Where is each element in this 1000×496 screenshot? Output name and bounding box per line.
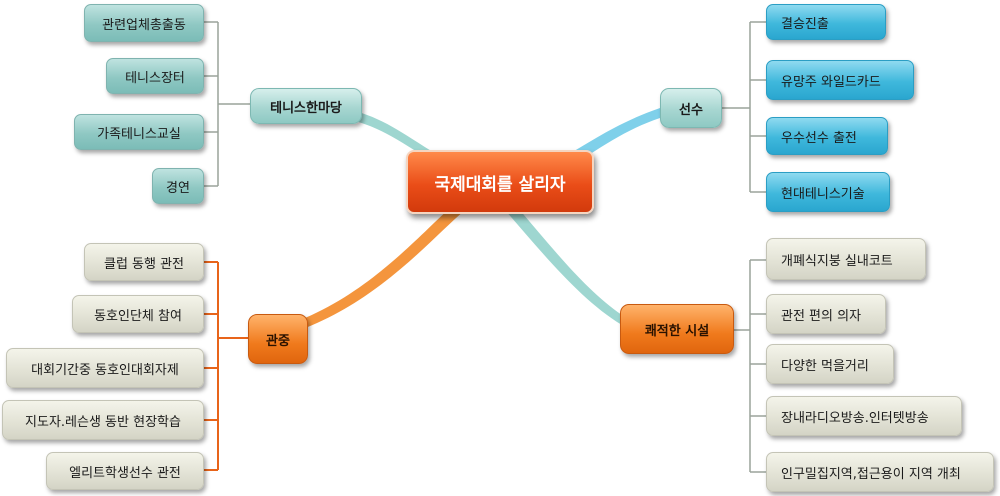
players-item[interactable]: 결승진출 xyxy=(766,4,886,40)
tennis-hall-item-label: 관련업체총출동 xyxy=(102,17,186,33)
hub-audience[interactable]: 관중 xyxy=(248,314,308,364)
players-item[interactable]: 우수선수 출전 xyxy=(766,117,888,155)
hub-players[interactable]: 선수 xyxy=(660,88,722,128)
hub-tennis-hall[interactable]: 테니스한마당 xyxy=(250,88,362,124)
hub-facilities-label: 쾌적한 시설 xyxy=(644,323,710,339)
facilities-item[interactable]: 관전 편의 의자 xyxy=(766,294,886,334)
tennis-hall-item[interactable]: 경연 xyxy=(152,168,204,204)
players-item-label: 우수선수 출전 xyxy=(781,130,857,146)
bracket-audience xyxy=(204,261,250,471)
audience-item-label: 대회기간중 동호인대회자제 xyxy=(31,362,179,378)
bracket-facilities xyxy=(734,259,766,473)
audience-item[interactable]: 동호인단체 참여 xyxy=(72,295,204,333)
players-item-label: 유망주 와일드카드 xyxy=(781,74,881,90)
center-topic[interactable]: 국제대회를 살리자 xyxy=(406,150,594,214)
hub-audience-label: 관중 xyxy=(266,333,290,349)
facilities-item-label: 장내라디오방송.인터텟방송 xyxy=(781,410,929,426)
tennis-hall-item[interactable]: 관련업체총출동 xyxy=(84,4,204,42)
facilities-item[interactable]: 인구밀집지역,접근용이 지역 개최 xyxy=(766,452,994,492)
tennis-hall-item[interactable]: 테니스장터 xyxy=(106,58,204,94)
bracket-players xyxy=(722,21,766,193)
audience-item-label: 엘리트학생선수 관전 xyxy=(69,465,181,481)
audience-item-label: 동호인단체 참여 xyxy=(94,308,182,324)
facilities-item[interactable]: 다양한 먹을거리 xyxy=(766,344,894,384)
audience-item[interactable]: 지도자.레슨생 동반 현장학습 xyxy=(2,400,204,440)
players-item-label: 현대테니스기술 xyxy=(781,186,865,202)
audience-item[interactable]: 대회기간중 동호인대회자제 xyxy=(6,348,204,388)
center-topic-label: 국제대회를 살리자 xyxy=(434,174,566,195)
audience-item-label: 지도자.레슨생 동반 현장학습 xyxy=(25,414,181,430)
facilities-item-label: 인구밀집지역,접근용이 지역 개최 xyxy=(781,466,961,482)
tennis-hall-item-label: 경연 xyxy=(166,180,190,196)
facilities-item-label: 다양한 먹을거리 xyxy=(781,358,869,374)
players-item-label: 결승진출 xyxy=(781,16,829,32)
facilities-item[interactable]: 개폐식지붕 실내코트 xyxy=(766,238,926,280)
audience-item[interactable]: 엘리트학생선수 관전 xyxy=(46,452,204,490)
hub-tennis-hall-label: 테니스한마당 xyxy=(270,100,342,116)
hub-facilities[interactable]: 쾌적한 시설 xyxy=(620,304,734,354)
facilities-item-label: 개폐식지붕 실내코트 xyxy=(781,253,893,269)
facilities-item-label: 관전 편의 의자 xyxy=(781,308,862,324)
players-item[interactable]: 유망주 와일드카드 xyxy=(766,60,914,100)
tennis-hall-item-label: 테니스장터 xyxy=(125,70,185,86)
audience-item-label: 클럽 동행 관전 xyxy=(103,256,185,272)
tennis-hall-item-label: 가족테니스교실 xyxy=(97,126,181,142)
players-item[interactable]: 현대테니스기술 xyxy=(766,172,890,212)
bracket-tennis-hall xyxy=(204,21,250,187)
tennis-hall-item[interactable]: 가족테니스교실 xyxy=(74,114,204,150)
branch-link-facilities xyxy=(505,208,622,325)
branch-link-audience xyxy=(300,206,465,330)
audience-item[interactable]: 클럽 동행 관전 xyxy=(84,243,204,281)
facilities-item[interactable]: 장내라디오방송.인터텟방송 xyxy=(766,396,962,436)
hub-players-label: 선수 xyxy=(679,102,703,118)
